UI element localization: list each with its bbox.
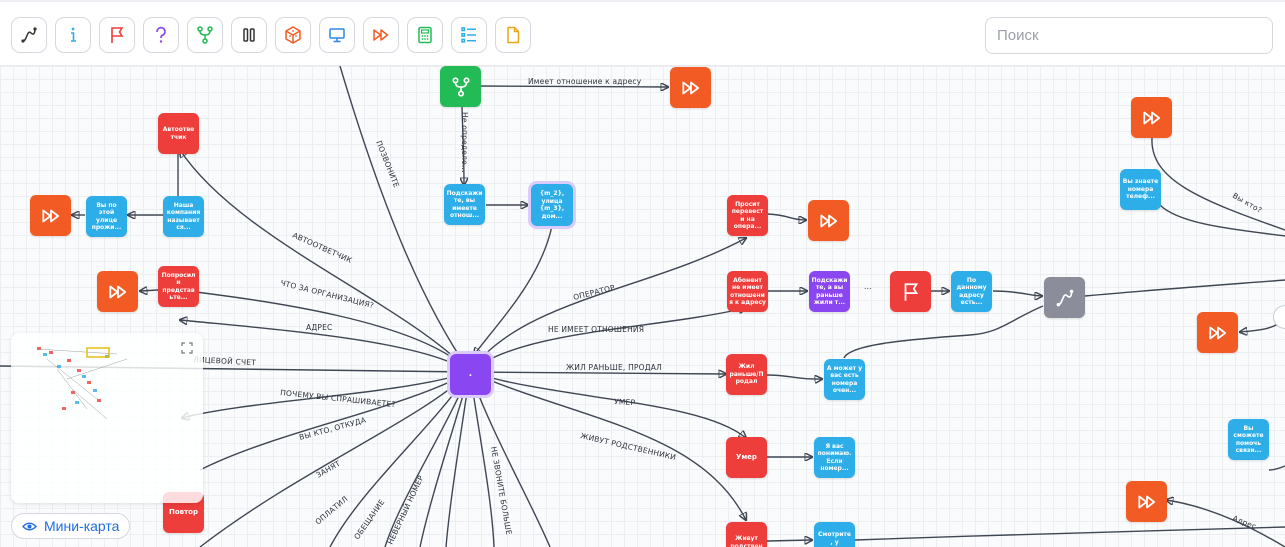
fast-forward-icon [108, 285, 126, 298]
calculator-icon [418, 26, 432, 44]
flow-canvas[interactable]: Имеет отношение к адресу Не определе... … [0, 66, 1285, 547]
node-ff-right-bot[interactable] [1126, 481, 1167, 522]
fast-forward-icon [1208, 326, 1226, 339]
edge-label-operator: ОПЕРАТОР [572, 283, 616, 302]
node-ff-top[interactable] [670, 67, 711, 108]
info-tool-button[interactable] [55, 17, 91, 53]
node-connector[interactable] [1044, 277, 1085, 318]
edge-label-paid: ОПЛАТИЛ [314, 494, 350, 526]
question-icon [156, 26, 166, 43]
pause-icon [243, 28, 255, 42]
node-autoanswer[interactable]: Автоотве тчик [158, 113, 199, 154]
cube-tool-button[interactable] [275, 17, 311, 53]
node-not-related[interactable]: Абонент не имеет отношени я к адресу [727, 271, 768, 312]
edge-label-address: АДРЕС [306, 323, 333, 332]
eye-icon [22, 522, 37, 530]
question-tool-button[interactable] [143, 17, 179, 53]
edge-label-autoanswer: АВТООТВЕТЧИК [291, 231, 354, 266]
toolbar [0, 0, 1285, 66]
cube-icon [285, 26, 301, 44]
node-company-name[interactable]: Наша компания называет ся... [163, 196, 204, 237]
minimap[interactable] [11, 333, 203, 503]
node-ff-left-mid[interactable] [97, 271, 138, 312]
node-hub[interactable]: . [450, 354, 491, 395]
fast-forward-icon [373, 29, 389, 41]
node-phone-number[interactable]: Вы знаете номера телеф... [1120, 169, 1161, 210]
node-lived-before-q[interactable]: Подскажи те, а вы раньше жили т... [809, 271, 850, 312]
node-relatives[interactable]: Живут родствен [726, 522, 767, 547]
edge-label-account: ЛИЦЕВОЙ СЧЕТ [193, 355, 257, 367]
fast-forward-icon [681, 81, 699, 94]
search-input[interactable] [985, 17, 1273, 54]
node-flag[interactable] [890, 271, 931, 312]
edge-label-relation: Имеет отношение к адресу [528, 77, 642, 86]
node-branch-top[interactable] [440, 66, 481, 107]
node-died[interactable]: Умер [726, 437, 767, 478]
flag-tool-button[interactable] [99, 17, 135, 53]
edge-label-who-are-you: ВЫ КТО, ОТКУДА [298, 415, 368, 442]
branch-icon [197, 26, 213, 44]
connector-icon [21, 27, 37, 43]
minimap-toggle-button[interactable]: Мини-карта [11, 513, 131, 539]
edge-label-died: УМЕР [614, 397, 636, 407]
connector-icon [1056, 289, 1073, 306]
node-ff-left-top[interactable] [30, 195, 71, 236]
expand-icon[interactable] [181, 342, 193, 354]
flag-icon [111, 27, 124, 43]
info-icon [71, 27, 76, 42]
node-condolences[interactable]: Я вас понимаю. Если номер... [814, 437, 855, 478]
monitor-icon [329, 28, 345, 43]
minimap-toggle-label: Мини-карта [44, 518, 120, 534]
document-tool-button[interactable] [495, 17, 531, 53]
pause-tool-button[interactable] [231, 17, 267, 53]
node-ff-right-mid[interactable] [1197, 312, 1238, 353]
list-icon [461, 27, 476, 43]
fast-forward-icon [41, 209, 59, 222]
node-apology[interactable]: Попросил и представ ьте... [158, 266, 199, 307]
node-maybe-numbers[interactable]: А может у вас есть номера очен... [824, 359, 865, 400]
edge-label-not-defined: Не определе... [460, 112, 469, 173]
branch-tool-button[interactable] [187, 17, 223, 53]
document-icon [507, 26, 520, 44]
node-ff-right-top[interactable] [1131, 97, 1172, 138]
node-help-contact[interactable]: Вы сможете помочь связи... [1228, 419, 1269, 460]
connector-tool-button[interactable] [11, 17, 47, 53]
edge-label-lived-before: ЖИЛ РАНЬШЕ, ПРОДАЛ [566, 363, 662, 372]
node-look[interactable]: Смотрите , у ваших... [814, 522, 855, 547]
fast-forward-icon [819, 214, 837, 227]
edge-label-relatives: ЖИВУТ РОДСТВЕННИКИ [580, 431, 677, 462]
edge-label-wrong-number: НЕВЕРНЫЙ НОМЕР [386, 474, 426, 546]
minimap-preview [36, 347, 128, 420]
edge-label-busy: ЗАНЯТ [315, 459, 343, 480]
node-street[interactable]: Вы по этой улице прожи... [86, 196, 127, 237]
node-lived-sold[interactable]: Жил раньше/П родал [726, 354, 767, 395]
node-street-house[interactable]: {m_2}, улица {m_3}, дом... [531, 184, 573, 226]
node-this-address[interactable]: По данному адресу есть... [951, 271, 992, 312]
branch-icon [451, 76, 470, 97]
fast-forward-icon [1142, 111, 1160, 124]
edge-label-what-org: ЧТО ЗА ОРГАНИЗАЦИЯ? [280, 278, 375, 310]
edge-label-promise: ОБЕЩАНИЕ [352, 498, 386, 541]
monitor-tool-button[interactable] [319, 17, 355, 53]
edge-label-not-related: НЕ ИМЕЕТ ОТНОШЕНИЯ [548, 325, 644, 334]
flag-icon [904, 282, 918, 301]
node-ff-operator[interactable] [808, 200, 849, 241]
edges-layer: Имеет отношение к адресу Не определе... … [0, 66, 1285, 547]
fast-forward-icon [1137, 495, 1155, 508]
node-ask-transfer[interactable]: Просит перевест и на опера... [727, 195, 768, 236]
fast-forward-tool-button[interactable] [363, 17, 399, 53]
node-tell-us[interactable]: Подскажи те, вы имеете отнош... [444, 184, 485, 225]
edge-label-dots: ... [864, 282, 872, 291]
calculator-tool-button[interactable] [407, 17, 443, 53]
edge-label-why-ask: ПОЧЕМУ ВЫ СПРАШИВАЕТЕ? [280, 388, 396, 409]
list-tool-button[interactable] [451, 17, 487, 53]
